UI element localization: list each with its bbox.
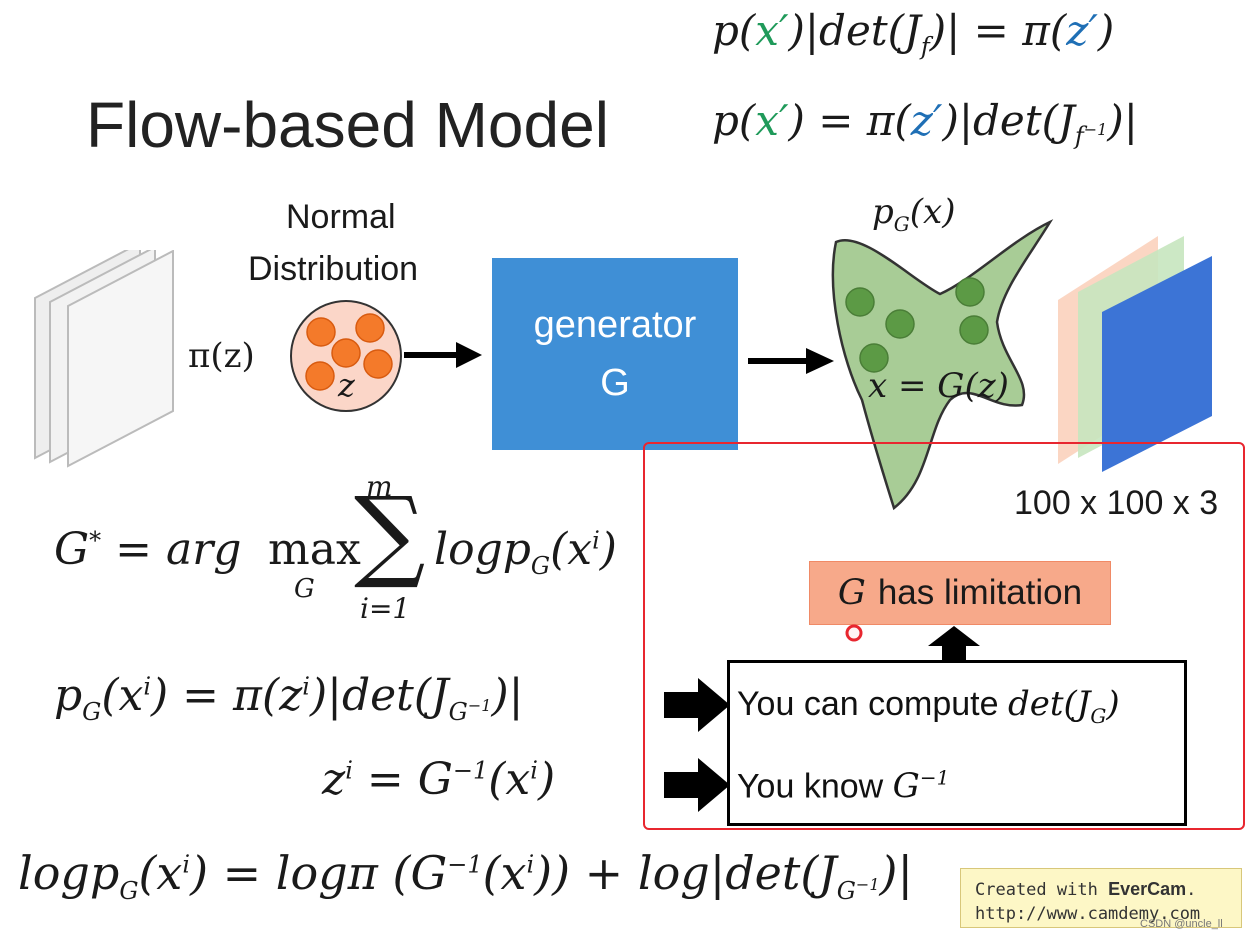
sample-dot (306, 317, 336, 347)
z-label: z (338, 366, 355, 404)
x-equals-gz-label: x = G(z) (868, 366, 1009, 406)
pg-x-label: pG(x) (872, 192, 956, 236)
limitation-g: G (837, 573, 866, 613)
cursor-dot-icon (845, 624, 863, 642)
image-dimensions-label: 100 x 100 x 3 (1014, 484, 1219, 522)
arrow-to-generator (404, 342, 482, 368)
normal-distribution-circle (290, 300, 402, 412)
page-title: Flow-based Model (86, 89, 609, 161)
highlight-frame (643, 442, 1245, 830)
generator-label: generator (533, 304, 697, 346)
sample-dot (305, 361, 335, 391)
equation-pg-xi: pG(xi) = π(zi)|det(JG−1)| (54, 670, 524, 726)
generated-dot (955, 277, 985, 307)
generated-dot (959, 315, 989, 345)
equation-log-pg: logpG(xi) = logπ (G−1(xi)) + log|det(JG−… (18, 846, 913, 906)
input-image-stack (34, 250, 174, 468)
generated-dot (859, 343, 889, 373)
generated-distribution-blob (831, 219, 1054, 511)
normal-label-line1: Normal (286, 198, 396, 236)
generator-symbol: G (600, 362, 630, 404)
sample-dot (331, 338, 361, 368)
arrow-from-generator (748, 348, 834, 374)
evercam-watermark: Created with EverCam. http://www.camdemy… (960, 868, 1242, 928)
limitation-box: G has limitation (809, 561, 1111, 625)
generated-dot (885, 309, 915, 339)
condition-know-inverse: You know G−1 (737, 766, 950, 807)
arrow-right-icon (664, 678, 730, 732)
condition-compute-det: You can compute det(JG) (737, 684, 1120, 728)
csdn-credit: CSDN @uncle_ll (1140, 918, 1223, 930)
equation-det-jf: p(x′)|det(Jf)| = π(z′) (712, 6, 1115, 61)
sample-dot (363, 349, 393, 379)
equation-zi: zi = G−1(xi) (322, 754, 556, 805)
conditions-box (727, 660, 1187, 826)
limitation-text: has limitation (877, 573, 1083, 612)
arrow-right-icon (664, 758, 730, 812)
normal-label-line2: Distribution (248, 250, 419, 288)
equation-argmax: G* = arg max G m ∑ i=1 logpG(xi) (54, 470, 617, 625)
pi-z-label: π(z) (188, 336, 255, 376)
output-image-stack (1058, 236, 1212, 472)
equation-det-jf-inverse: p(x′) = π(z′)|det(Jf−1)| (712, 96, 1138, 151)
generator-box: generator G (492, 258, 738, 450)
generated-dot (845, 287, 875, 317)
sample-dot (355, 313, 385, 343)
up-arrow-icon (928, 626, 980, 662)
